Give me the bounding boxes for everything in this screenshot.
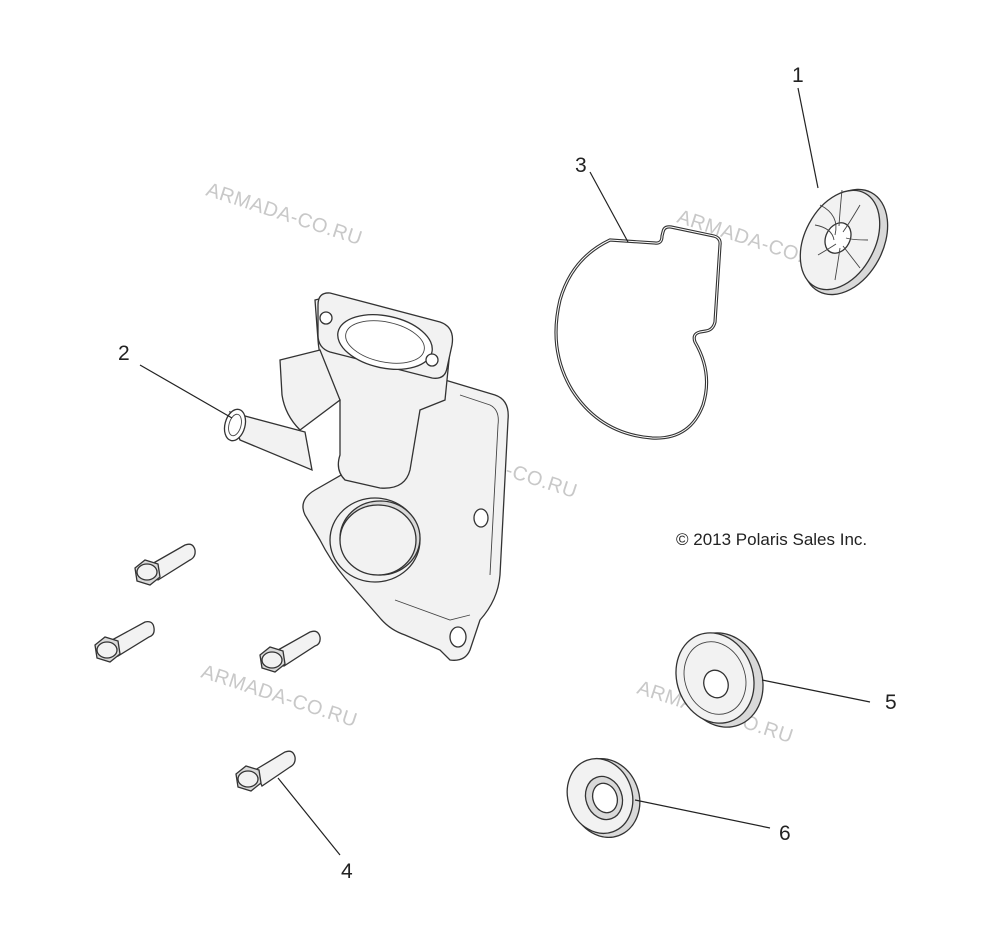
bolts-part <box>94 543 341 856</box>
callout-5: 5 <box>885 691 897 714</box>
impeller-part <box>797 87 889 296</box>
gasket-part <box>554 171 722 440</box>
seal-small-part <box>566 758 771 838</box>
callout-4: 4 <box>341 860 353 883</box>
watermark: ARMADA-CO.RU <box>198 661 360 732</box>
callout-6: 6 <box>779 822 791 845</box>
housing-part <box>139 292 509 661</box>
callout-1: 1 <box>792 64 804 87</box>
callout-2: 2 <box>118 342 130 365</box>
seal-large-part <box>675 632 871 728</box>
callout-3: 3 <box>575 154 587 177</box>
watermark: ARMADA-CO.RU <box>203 179 365 250</box>
copyright-notice: © 2013 Polaris Sales Inc. <box>676 530 867 549</box>
